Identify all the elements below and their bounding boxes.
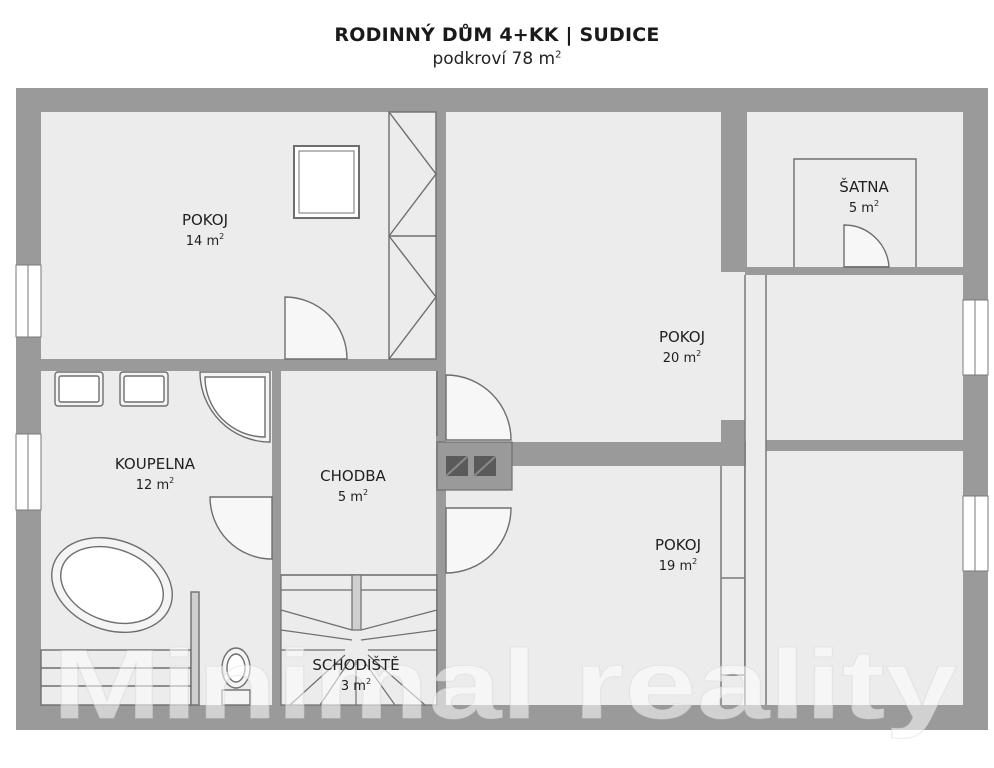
floor-pokoj-14	[41, 112, 436, 359]
door-pokoj14	[284, 296, 348, 360]
room-area-pokoj-20: 20 m2	[663, 349, 701, 366]
room-area-chodba: 5 m2	[338, 488, 368, 505]
toilet-tank	[221, 689, 251, 706]
room-name-satna: ŠATNA	[839, 177, 889, 196]
subtitle-text: podkroví 78 m	[432, 49, 556, 69]
wardrobe	[388, 111, 437, 360]
wall-h-right-mid	[766, 440, 963, 451]
wall-v-pokoj20-right	[721, 88, 745, 272]
windows	[15, 264, 989, 572]
floor-pokoj-20-notch	[721, 272, 745, 420]
wall-v-pokoj20-right-low	[721, 420, 745, 444]
subtitle-sup: 2	[555, 49, 562, 61]
floor-pokoj-20	[446, 112, 721, 442]
chimney	[436, 441, 513, 491]
door-satna	[843, 224, 890, 268]
staircase	[280, 574, 438, 706]
room-area-satna: 5 m2	[849, 199, 879, 216]
plan-subtitle: podkroví 78 m2	[0, 49, 994, 69]
interior-walls	[41, 88, 963, 705]
door-koupelna	[209, 496, 273, 560]
room-area-schodiste: 3 m2	[341, 677, 371, 694]
door-pokoj20	[445, 374, 512, 441]
wall-h-pokoj14-bottom	[41, 359, 437, 371]
room-name-pokoj-14: POKOJ	[182, 211, 228, 229]
room-area-koupelna: 12 m2	[136, 476, 174, 493]
room-area-pokoj-19: 19 m2	[659, 557, 697, 574]
floor-pokoj-19-strip	[721, 466, 744, 705]
door-pokoj19	[445, 507, 512, 574]
watermark: Minimal reality	[53, 629, 958, 739]
door-swings	[209, 224, 890, 574]
satna-closet	[793, 158, 917, 268]
room-name-koupelna: KOUPELNA	[115, 455, 196, 473]
floor-right-mid	[766, 275, 963, 440]
floor-pokoj-19	[446, 466, 721, 705]
wall-v-koupelna-right	[272, 371, 281, 705]
room-area-pokoj-14: 14 m2	[186, 232, 224, 249]
wall-h-satna-bottom	[745, 267, 963, 275]
floor-right-low	[766, 451, 963, 705]
floor-chodba	[281, 371, 437, 575]
floor-strip-right	[745, 275, 766, 705]
room-name-schodiste: SCHODIŠTĚ	[312, 655, 399, 674]
wall-v-chodba-right	[436, 467, 446, 705]
bathroom-fixtures	[40, 371, 271, 706]
room-name-pokoj-19: POKOJ	[655, 536, 701, 554]
room-name-chodba: CHODBA	[320, 467, 386, 485]
room-name-pokoj-20: POKOJ	[659, 328, 705, 346]
wall-v-pokoj14-right	[436, 112, 446, 467]
wall-stub	[190, 591, 200, 706]
room-labels: POKOJ 14 m2 KOUPELNA 12 m2 CHODBA 5 m2 S…	[115, 177, 890, 694]
plan-title: RODINNÝ DŮM 4+KK | SUDICE	[334, 24, 660, 46]
skylight	[293, 145, 360, 219]
